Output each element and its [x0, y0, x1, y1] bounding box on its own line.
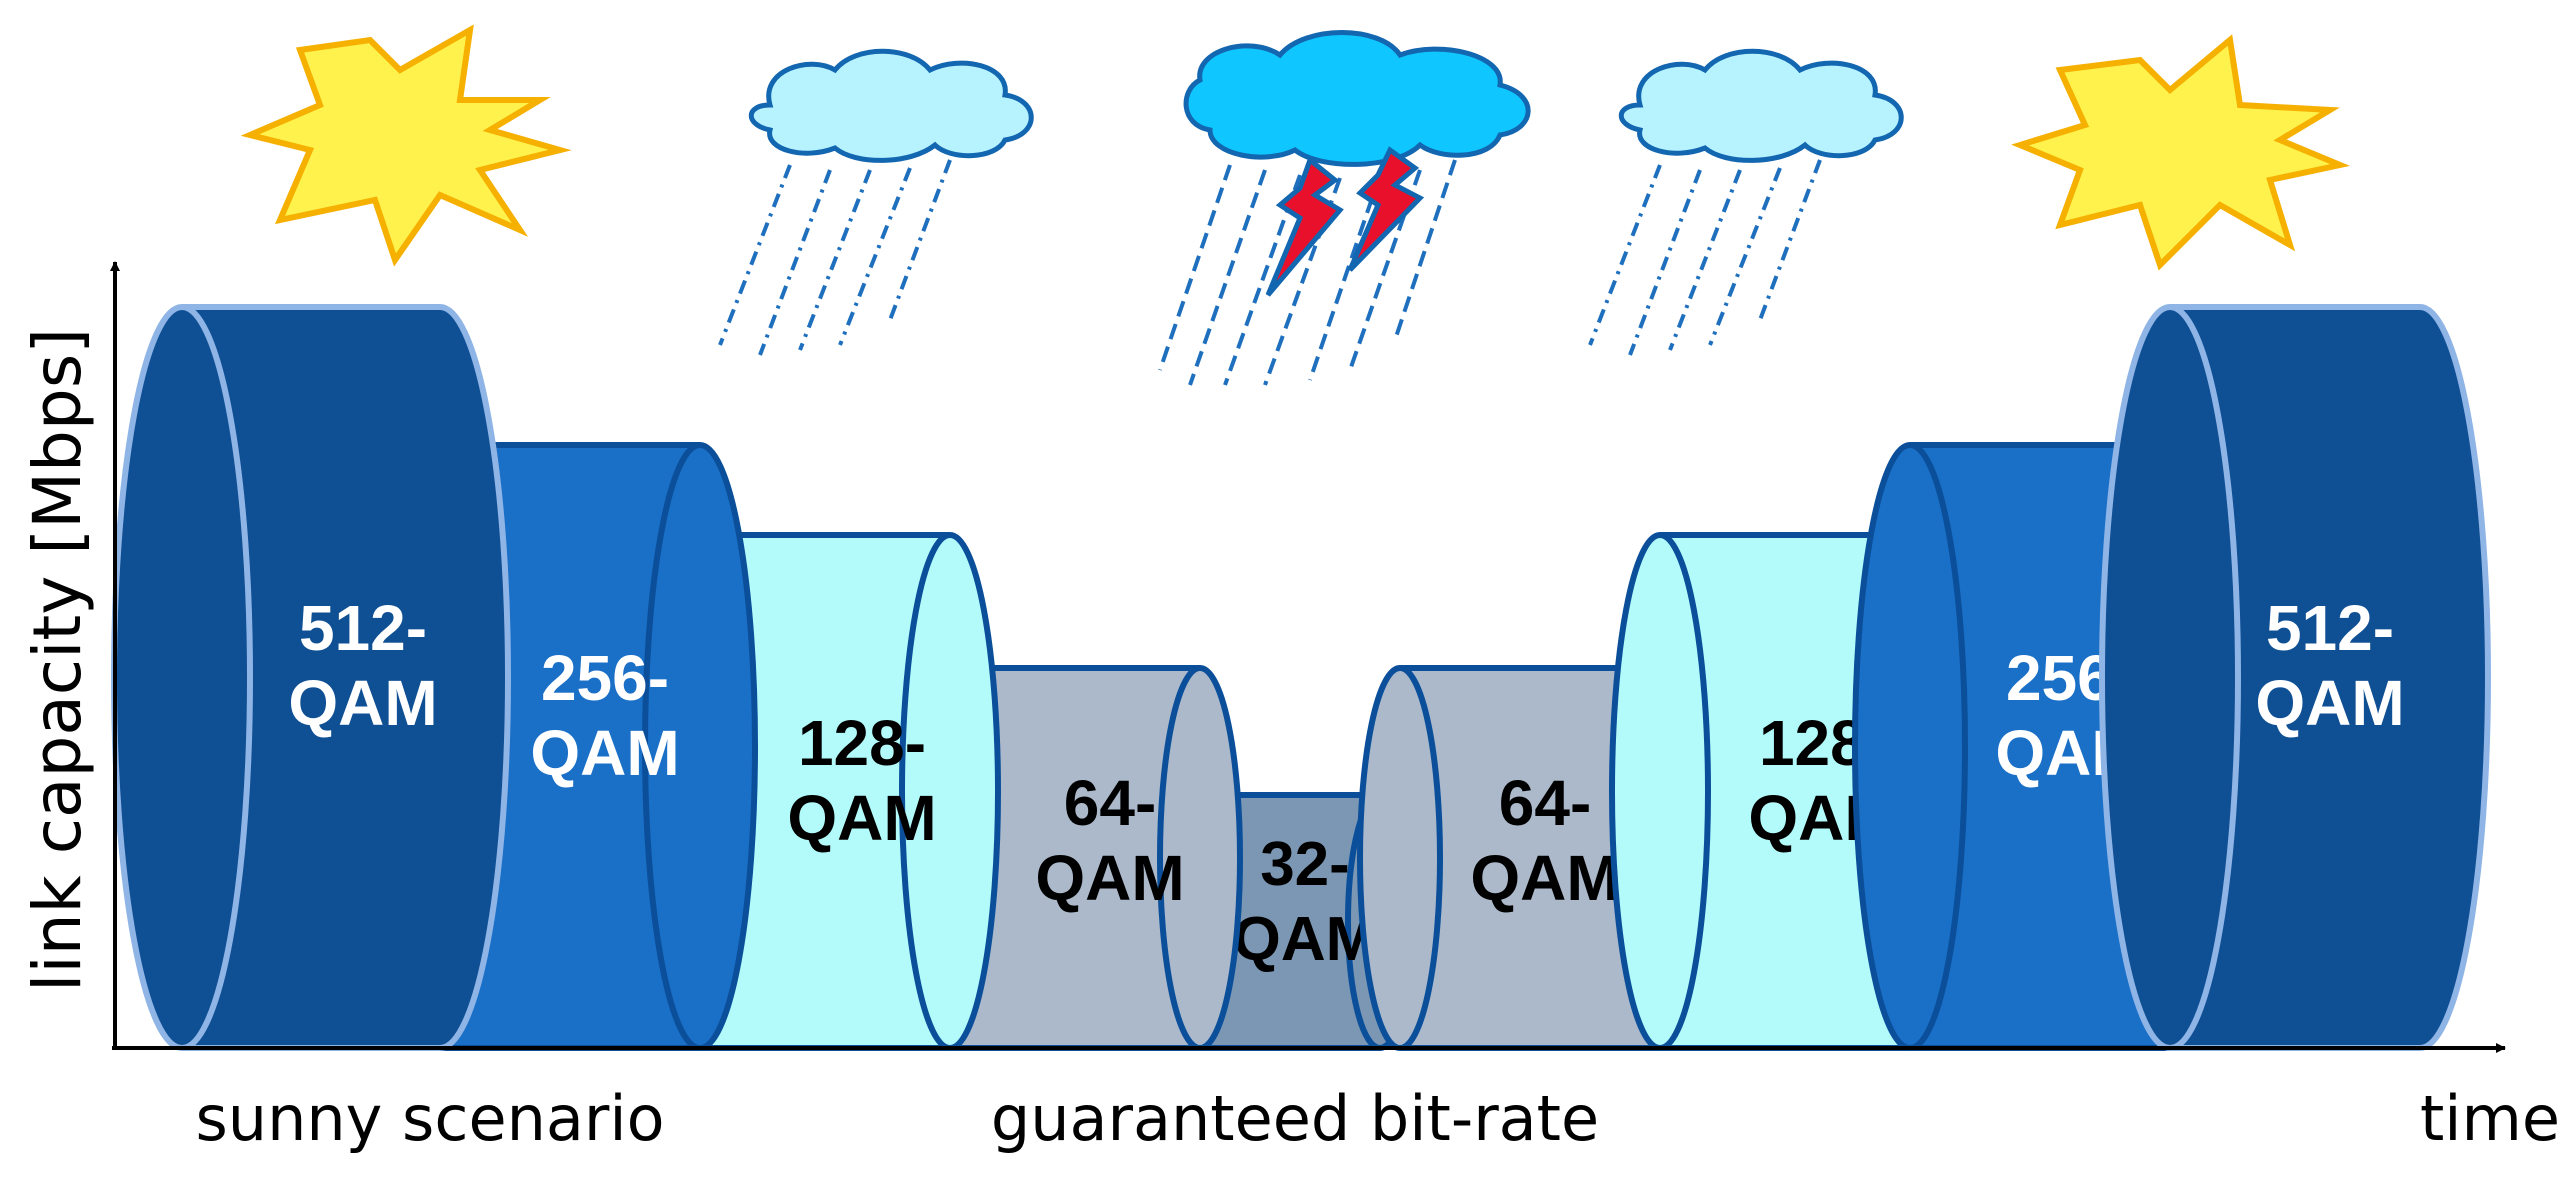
cylinder-face [111, 304, 253, 1051]
level-cylinder: 512-QAM [111, 304, 511, 1051]
sun-icon [240, 24, 572, 267]
x-axis-label: time [2420, 1082, 2560, 1155]
weather-row [240, 24, 2351, 386]
level-label-line1: 512- [299, 592, 427, 664]
level-label-line2: QAM [2255, 667, 2404, 739]
storm-cloud-icon [1158, 30, 1531, 386]
level-label-line2: QAM [530, 717, 679, 789]
lightning-icon [1265, 146, 1425, 297]
cylinder-face [1357, 665, 1443, 1051]
level-label-line1: 512- [2266, 592, 2394, 664]
level-label-line1: 32- [1260, 830, 1350, 899]
rain-cloud-icon [718, 48, 1034, 356]
cylinder-face [1852, 442, 1968, 1051]
y-axis-label: link capacity [Mbps] [19, 328, 96, 992]
guaranteed-bit-rate-caption: guaranteed bit-rate [991, 1082, 1599, 1155]
capacity-levels: 32-QAM64-QAM64-QAM128-QAM128-QAM256-QAM2… [111, 304, 2491, 1051]
level-label-line2: QAM [288, 667, 437, 739]
cylinder-end [2419, 304, 2491, 1051]
level-label-line2: QAM [1470, 842, 1619, 914]
level-label-line1: 256- [541, 642, 669, 714]
sun-icon [2011, 34, 2351, 271]
level-label-line1: 64- [1064, 767, 1157, 839]
sunny-scenario-caption: sunny scenario [195, 1082, 664, 1155]
level-label-line1: 128- [798, 707, 926, 779]
rain-cloud-icon [1588, 48, 1904, 356]
level-label-line2: QAM [787, 782, 936, 854]
cylinder-face [2099, 304, 2241, 1051]
level-label-line2: QAM [1035, 842, 1184, 914]
cylinder-end [439, 304, 511, 1051]
cylinder-face [1609, 532, 1711, 1051]
level-cylinder: 512-QAM [2099, 304, 2491, 1051]
level-label-line1: 64- [1499, 767, 1592, 839]
level-label-line2: QAM [1233, 905, 1378, 974]
